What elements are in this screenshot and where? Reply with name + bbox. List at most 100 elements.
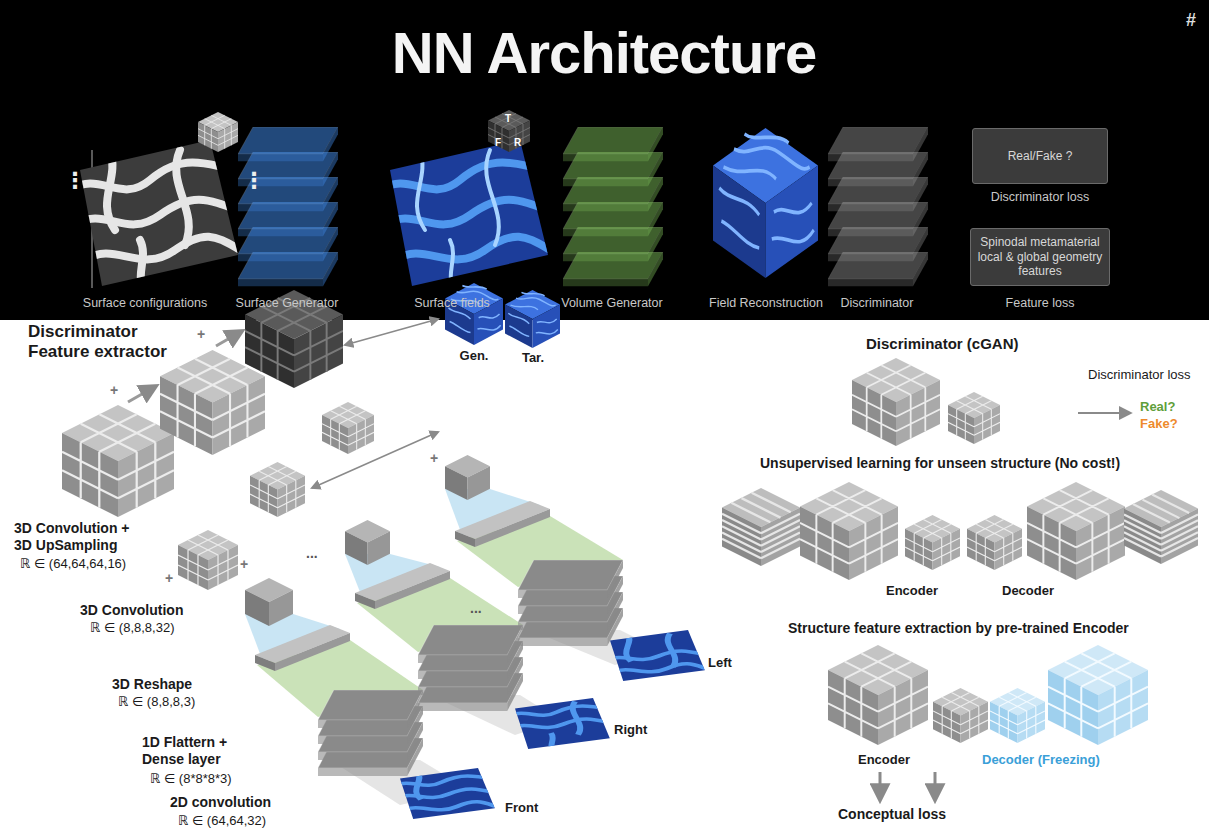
surface-field-figure-part-part xyxy=(486,150,499,245)
feature-extractor-figure-part xyxy=(250,462,305,517)
feature-extractor-figure-part-part xyxy=(318,690,423,728)
feature-extractor-figure-part-part xyxy=(607,634,712,673)
feature-extractor-figure-part xyxy=(475,509,550,547)
feature-extractor-figure-part-part-part xyxy=(626,634,631,662)
surface-field-figure xyxy=(380,140,560,295)
diagram-label: Gen. xyxy=(460,348,489,364)
feature-extractor-figure-part-part-part xyxy=(403,802,502,810)
feature-extractor-figure-part-part-part xyxy=(397,789,502,798)
orientation-cube xyxy=(488,110,530,152)
feature-extractor-figure-part-part xyxy=(394,772,502,811)
diagram-label: Discriminator xyxy=(841,296,914,311)
feature-extractor-figure-part xyxy=(445,455,490,500)
feature-box: Spinodal metamaterial local & global geo… xyxy=(970,228,1110,286)
pretrained-encoder-figure-part xyxy=(933,688,988,743)
feature-extractor-figure-part-part-part xyxy=(509,706,617,716)
feature-extractor-figure-part xyxy=(128,386,156,402)
feature-extractor-figure-part-part-part xyxy=(394,776,502,786)
feature-extractor-figure-part-part-part xyxy=(416,772,421,800)
diagram-label: Right xyxy=(614,722,647,738)
volume-generator-stack xyxy=(563,127,663,286)
discriminator-cgan-figure-part xyxy=(852,358,940,446)
surface-configuration-figure-part-part xyxy=(85,237,250,260)
feature-extractor-figure-part-part xyxy=(509,702,617,753)
feature-extractor-figure-part xyxy=(318,560,623,776)
diagram-label: Left xyxy=(708,655,732,671)
diagram-label: 3D Convolution xyxy=(80,602,183,619)
surface-generator-stack xyxy=(238,127,338,286)
diagram-label: Structure feature extraction by pre-trai… xyxy=(788,620,1129,637)
title-text: NN Architecture xyxy=(392,18,816,88)
box-text: Spinodal metamaterial local & global geo… xyxy=(977,235,1103,278)
diagram-label: Decoder xyxy=(1002,583,1054,599)
diagram-label: Encoder xyxy=(858,752,910,768)
autoencoder-figure-part xyxy=(800,482,898,580)
feature-extractor-figure-part xyxy=(505,290,560,348)
diagram-label: Feature loss xyxy=(1006,296,1075,311)
pretrained-encoder-figure-part xyxy=(1048,645,1148,745)
feature-extractor-figure-part xyxy=(160,350,265,455)
diagram-label: Surface Generator xyxy=(236,296,339,311)
diagram-label: Volume Generator xyxy=(561,296,662,311)
autoencoder-figure-part xyxy=(1027,482,1125,580)
feature-extractor-figure-part xyxy=(322,402,374,454)
feature-extractor-figure-part xyxy=(312,432,438,488)
diagram-label: ℝ ∈ (64,64,64,16) xyxy=(20,556,126,572)
surface-field-figure-part-part xyxy=(380,163,560,191)
diagram-label: 3D Reshape xyxy=(112,676,192,693)
diagram-label: ⋮ xyxy=(243,168,265,194)
surface-configuration-figure-part xyxy=(70,150,250,295)
volume-generator-stack-part xyxy=(563,127,663,161)
diagram-label: ⋮ xyxy=(64,168,86,194)
surface-field-figure-part-part xyxy=(395,237,560,260)
feature-extractor-figure-part xyxy=(355,593,375,609)
feature-extractor-figure-part xyxy=(509,698,617,752)
diagram-label: Decoder (Freezing) xyxy=(982,752,1100,768)
autoencoder-figure-part xyxy=(1124,490,1198,564)
feature-extractor-figure-part-part-part xyxy=(668,634,676,667)
feature-extractor-figure-part xyxy=(345,319,438,345)
diagram-label: + xyxy=(240,556,248,573)
pretrained-encoder-figure-part xyxy=(990,688,1045,743)
feature-extractor-figure-part xyxy=(445,283,503,345)
diagram-label: Surface configurations xyxy=(83,296,207,311)
feature-extractor-figure-part xyxy=(394,768,502,819)
diagram-label: Discriminator (cGAN) xyxy=(866,335,1019,353)
surface-configuration-figure xyxy=(70,112,250,295)
feature-extractor-figure-part-part-part xyxy=(613,664,712,672)
diagram-label: ℝ ∈ (64,64,32) xyxy=(178,813,266,829)
surface-configuration-figure-part xyxy=(198,112,238,152)
feature-extractor-figure-part xyxy=(62,405,174,517)
surface-configuration-figure-part-part xyxy=(75,200,250,225)
diagram-label: 3D Convolution + 3D UpSampling xyxy=(14,520,150,554)
diagram-label: Tar. xyxy=(522,350,544,366)
diagram-label: Front xyxy=(505,800,538,816)
feature-extractor-figure-part xyxy=(216,331,242,346)
surface-field-figure-part-part xyxy=(385,200,560,225)
pretrained-encoder-figure-part xyxy=(879,772,882,800)
discriminator-cgan-figure-part xyxy=(948,392,1000,444)
autoencoder-figure-part xyxy=(905,515,960,570)
diagram-label: R xyxy=(514,137,521,149)
pretrained-encoder-figure xyxy=(828,645,1148,800)
diagram-label: Conceptual loss xyxy=(838,806,946,823)
feature-extractor-figure-part-part xyxy=(518,560,623,598)
feature-box: Real/Fake ? xyxy=(972,128,1108,184)
diagram-label: Encoder xyxy=(886,583,938,599)
feature-extractor-figure-part xyxy=(455,531,475,547)
diagram-label: + xyxy=(430,450,438,467)
discriminator-stack xyxy=(828,127,928,286)
discriminator-cgan-figure-part xyxy=(1078,412,1130,414)
autoencoder-figure-part xyxy=(722,488,800,566)
diagram-label: Surface fields xyxy=(414,296,490,311)
autoencoder-figure xyxy=(722,482,1198,580)
diagram-label: Field Reconstruction xyxy=(709,296,823,311)
pretrained-encoder-figure-part xyxy=(934,772,937,800)
diagram-label: + xyxy=(165,570,173,587)
surface-configuration-figure-part-part xyxy=(176,150,189,245)
box-text: Real/Fake ? xyxy=(1008,149,1073,163)
header-band xyxy=(0,0,1209,320)
surface-configuration-figure-part-part xyxy=(107,150,115,230)
discriminator-stack-part xyxy=(828,127,928,161)
feature-extractor-figure-part-part-part xyxy=(512,719,617,728)
